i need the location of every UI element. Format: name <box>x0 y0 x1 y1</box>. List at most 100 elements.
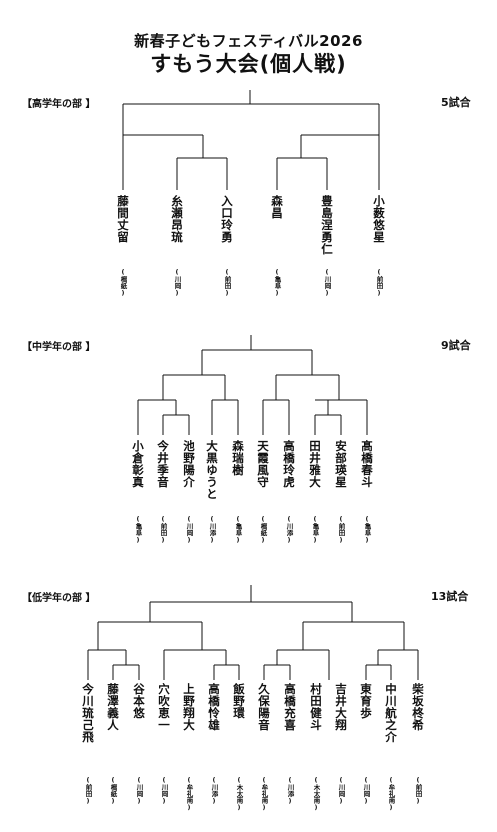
player-entry: 吉井大翔 <box>330 683 352 731</box>
player-entry: 高橋充喜 <box>279 683 301 731</box>
player-name: 森昌 <box>270 195 284 219</box>
player-name: 上野翔大 <box>182 683 196 731</box>
player-entry: 豊島涅勇仁 <box>316 195 338 255</box>
player-school: (前田) <box>337 515 345 544</box>
player-name: 今井季音 <box>156 440 170 488</box>
player-school: (牟礼南) <box>185 776 193 812</box>
player-school: (榴紙) <box>259 515 267 544</box>
player-entry: 田井雅大 <box>304 440 326 488</box>
player-entry: 藤間丈留 <box>112 195 134 243</box>
player-name: 久保陽音 <box>257 683 271 731</box>
player-name: 村田健斗 <box>309 683 323 731</box>
player-entry: 今川琉己飛 <box>77 683 99 743</box>
player-school: (亀阜) <box>273 268 281 297</box>
player-name: 柴坂柊希 <box>411 683 425 731</box>
section-count-lower: 13試合 <box>431 590 469 603</box>
player-entry: 森瑞樹 <box>227 440 249 476</box>
player-name: 髙橋春斗 <box>360 440 374 488</box>
player-school: (亀阜) <box>363 515 371 544</box>
section-label-middle: 【中学年の部 】 <box>22 342 96 353</box>
player-school: (川岡) <box>135 776 143 805</box>
player-school: (牟礼南) <box>387 776 395 812</box>
player-school: (川添) <box>208 515 216 544</box>
player-entry: 今井季音 <box>152 440 174 488</box>
section-count-middle: 9試合 <box>441 339 471 352</box>
player-school: (川岡) <box>173 268 181 297</box>
player-entry: 小薮悠星 <box>368 195 390 243</box>
player-school: (榴紙) <box>109 776 117 805</box>
player-school: (前田) <box>414 776 422 805</box>
player-name: 池野陽介 <box>182 440 196 488</box>
player-name: 中川航之介 <box>384 683 398 743</box>
player-school: (榴紙) <box>119 268 127 297</box>
player-school: (川添) <box>285 515 293 544</box>
player-school: (木太南) <box>312 776 320 812</box>
player-name: 藤澤義人 <box>106 683 120 731</box>
player-entry: 高橋玲虎 <box>278 440 300 488</box>
section-label-lower: 【低学年の部 】 <box>22 593 96 604</box>
player-name: 森瑞樹 <box>231 440 245 476</box>
player-entry: 上野翔大 <box>178 683 200 731</box>
player-entry: 東育歩 <box>355 683 377 719</box>
player-name: 小薮悠星 <box>372 195 386 243</box>
player-name: 高橋充喜 <box>283 683 297 731</box>
player-name: 豊島涅勇仁 <box>320 195 334 255</box>
player-entry: 穴吹恵一 <box>153 683 175 731</box>
player-entry: 久保陽音 <box>253 683 275 731</box>
player-school: (前田) <box>84 776 92 805</box>
player-entry: 柴坂柊希 <box>407 683 429 731</box>
bracket-middle <box>137 335 368 435</box>
player-school: (前田) <box>223 268 231 297</box>
player-name: 東育歩 <box>359 683 373 719</box>
player-school: (川岡) <box>362 776 370 805</box>
player-entry: 飯野環 <box>228 683 250 719</box>
player-entry: 高橋怜雄 <box>203 683 225 731</box>
player-name: 安部瑛星 <box>334 440 348 488</box>
player-school: (川岡) <box>323 268 331 297</box>
player-entry: 安部瑛星 <box>330 440 352 488</box>
player-name: 飯野環 <box>232 683 246 719</box>
player-school: (川岡) <box>160 776 168 805</box>
player-name: 高橋玲虎 <box>282 440 296 488</box>
player-school: (川添) <box>286 776 294 805</box>
bracket-lower <box>87 585 419 680</box>
player-name: 大黒ゆうと <box>205 440 219 500</box>
player-name: 藤間丈留 <box>116 195 130 243</box>
player-school: (牟礼南) <box>260 776 268 812</box>
player-name: 穴吹恵一 <box>157 683 171 731</box>
player-entry: 藤澤義人 <box>102 683 124 731</box>
player-school: (亀阜) <box>311 515 319 544</box>
player-entry: 天霞風守 <box>252 440 274 488</box>
player-school: (川岡) <box>337 776 345 805</box>
player-name: 谷本悠 <box>132 683 146 719</box>
player-school: (川添) <box>210 776 218 805</box>
player-entry: 髙橋春斗 <box>356 440 378 488</box>
player-entry: 中川航之介 <box>380 683 402 743</box>
player-school: (亀阜) <box>234 515 242 544</box>
player-entry: 糸瀬昂琉 <box>166 195 188 243</box>
player-entry: 小倉彰真 <box>127 440 149 488</box>
player-name: 天霞風守 <box>256 440 270 488</box>
player-entry: 入口玲勇 <box>216 195 238 243</box>
section-label-upper: 【高学年の部 】 <box>22 99 96 110</box>
player-name: 小倉彰真 <box>131 440 145 488</box>
event-title: 新春子どもフェスティバル2026 <box>134 32 363 50</box>
player-name: 吉井大翔 <box>334 683 348 731</box>
player-entry: 森昌 <box>266 195 288 219</box>
player-school: (前田) <box>375 268 383 297</box>
player-entry: 池野陽介 <box>178 440 200 488</box>
player-name: 入口玲勇 <box>220 195 234 243</box>
player-name: 今川琉己飛 <box>81 683 95 743</box>
tournament-title: すもう大会(個人戦) <box>150 52 347 76</box>
player-entry: 村田健斗 <box>305 683 327 731</box>
player-name: 糸瀬昂琉 <box>170 195 184 243</box>
player-school: (亀阜) <box>134 515 142 544</box>
player-name: 高橋怜雄 <box>207 683 221 731</box>
player-name: 田井雅大 <box>308 440 322 488</box>
player-school: (川岡) <box>185 515 193 544</box>
player-school: (木太南) <box>235 776 243 812</box>
player-entry: 谷本悠 <box>128 683 150 719</box>
player-entry: 大黒ゆうと <box>201 440 223 500</box>
player-school: (前田) <box>159 515 167 544</box>
